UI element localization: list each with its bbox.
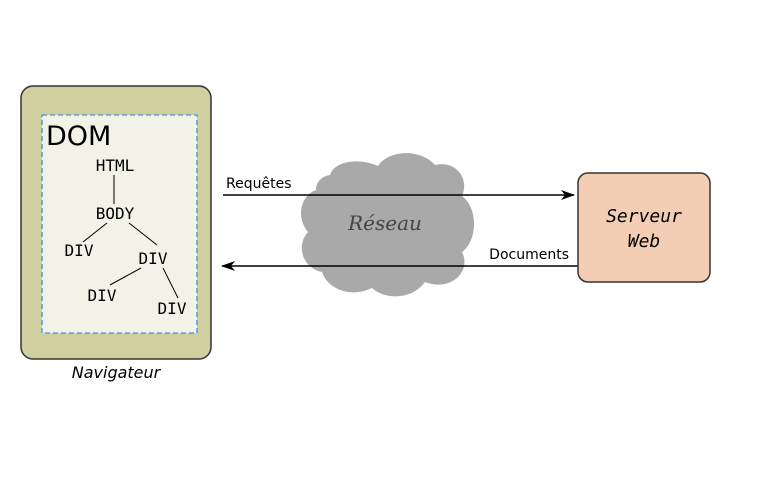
web-server-box: Serveur Web [577, 172, 711, 283]
dom-node-div-bottom-left: DIV [88, 286, 117, 305]
cloud-shape [301, 153, 474, 297]
dom-node-html: HTML [96, 156, 135, 175]
browser-box: DOM HTML BODY DIV DIV DIV DIV Navigateur [20, 85, 212, 382]
documents-arrow: Documents [221, 247, 578, 271]
dom-node-div-left: DIV [65, 241, 94, 260]
server-label-line2: Web [628, 231, 661, 252]
requests-arrow: Requêtes [223, 176, 575, 200]
network-cloud: Réseau [301, 153, 474, 297]
dom-tree-edges [82, 175, 179, 299]
dom-panel [41, 114, 198, 334]
server-label-line1: Serveur [606, 206, 682, 227]
network-label: Réseau [347, 211, 422, 235]
dom-title: DOM [46, 121, 111, 152]
dom-node-div-bottom-right: DIV [158, 299, 187, 318]
browser-label: Navigateur [72, 363, 162, 382]
dom-node-div-right: DIV [139, 249, 168, 268]
documents-label: Documents [489, 247, 569, 263]
server-rect [577, 172, 711, 283]
dom-node-body: BODY [96, 204, 135, 223]
requests-label: Requêtes [226, 176, 291, 192]
